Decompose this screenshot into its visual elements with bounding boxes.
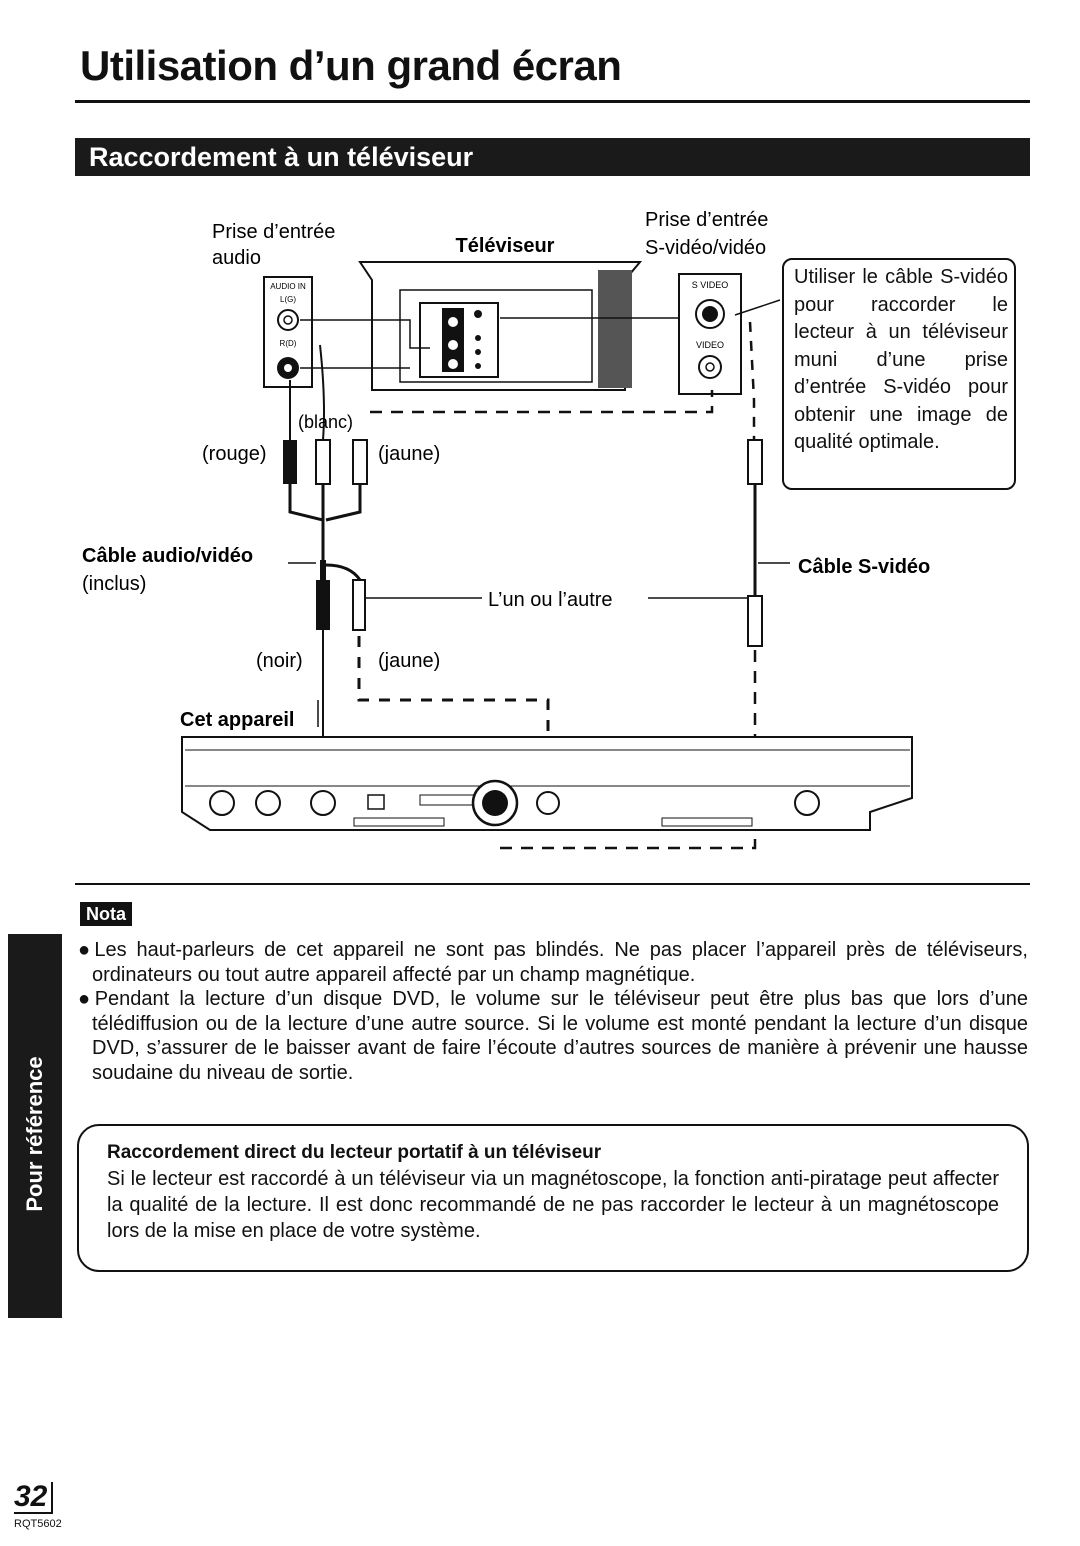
port-label-audio-in: AUDIO IN [270,282,306,291]
label-rouge: (rouge) [202,443,266,465]
document-code: RQT5602 [14,1518,62,1530]
label-svideo-input-line1: Prise d’entrée [645,209,768,231]
port-label-lg: L(G) [280,295,296,304]
note-bullet: ●Pendant la lecture d’un disque DVD, le … [78,988,1028,1084]
label-jaune-top: (jaune) [378,443,440,465]
label-blanc: (blanc) [298,412,353,432]
player-illustration [181,736,913,831]
label-tv: Téléviseur [456,235,555,257]
label-svideo-cable: Câble S-vidéo [798,556,930,578]
side-tab: Pour référence [8,934,62,1318]
title-rule [75,100,1030,103]
port-label-video: VIDEO [696,340,724,350]
page-title: Utilisation d’un grand écran [80,42,622,89]
info-box-text: Si le lecteur est raccordé à un télévise… [107,1168,999,1242]
note-rule [75,883,1030,885]
label-svideo-input-line2: S-vidéo/vidéo [645,237,766,259]
label-noir: (noir) [256,650,303,672]
info-box: Raccordement direct du lecteur portatif … [77,1124,1029,1272]
label-audio-input-line2: audio [212,247,261,269]
svideo-callout: Utiliser le câble S-vidéo pour raccorder… [782,258,1016,490]
note-list: ●Les haut-parleurs de cet appareil ne so… [78,938,1028,1085]
info-box-heading: Raccordement direct du lecteur portatif … [107,1142,602,1163]
side-tab-label: Pour référence [22,1056,47,1212]
page-number: 32 [14,1482,54,1514]
label-inclus: (inclus) [82,573,146,595]
port-label-rd: R(D) [280,339,297,348]
tv-svideo-input-panel: S VIDEO VIDEO [678,273,742,395]
section-heading: Raccordement à un téléviseur [75,138,1030,176]
tv-illustration [358,261,643,391]
nota-label: Nota [80,902,132,926]
tv-audio-input-panel: AUDIO IN L(G) R(D) [263,276,313,388]
label-jaune-bottom: (jaune) [378,650,440,672]
note-bullet: ●Les haut-parleurs de cet appareil ne so… [78,939,1028,986]
label-device: Cet appareil [180,709,294,731]
port-label-svideo: S VIDEO [692,280,729,290]
svideo-cable [500,321,763,850]
connection-diagram: AUDIO IN L(G) R(D) S VIDEO VIDEO [82,209,930,850]
label-av-cable: Câble audio/vidéo [82,545,253,567]
label-audio-input-line1: Prise d’entrée [212,221,335,243]
label-either: L’un ou l’autre [488,589,613,611]
